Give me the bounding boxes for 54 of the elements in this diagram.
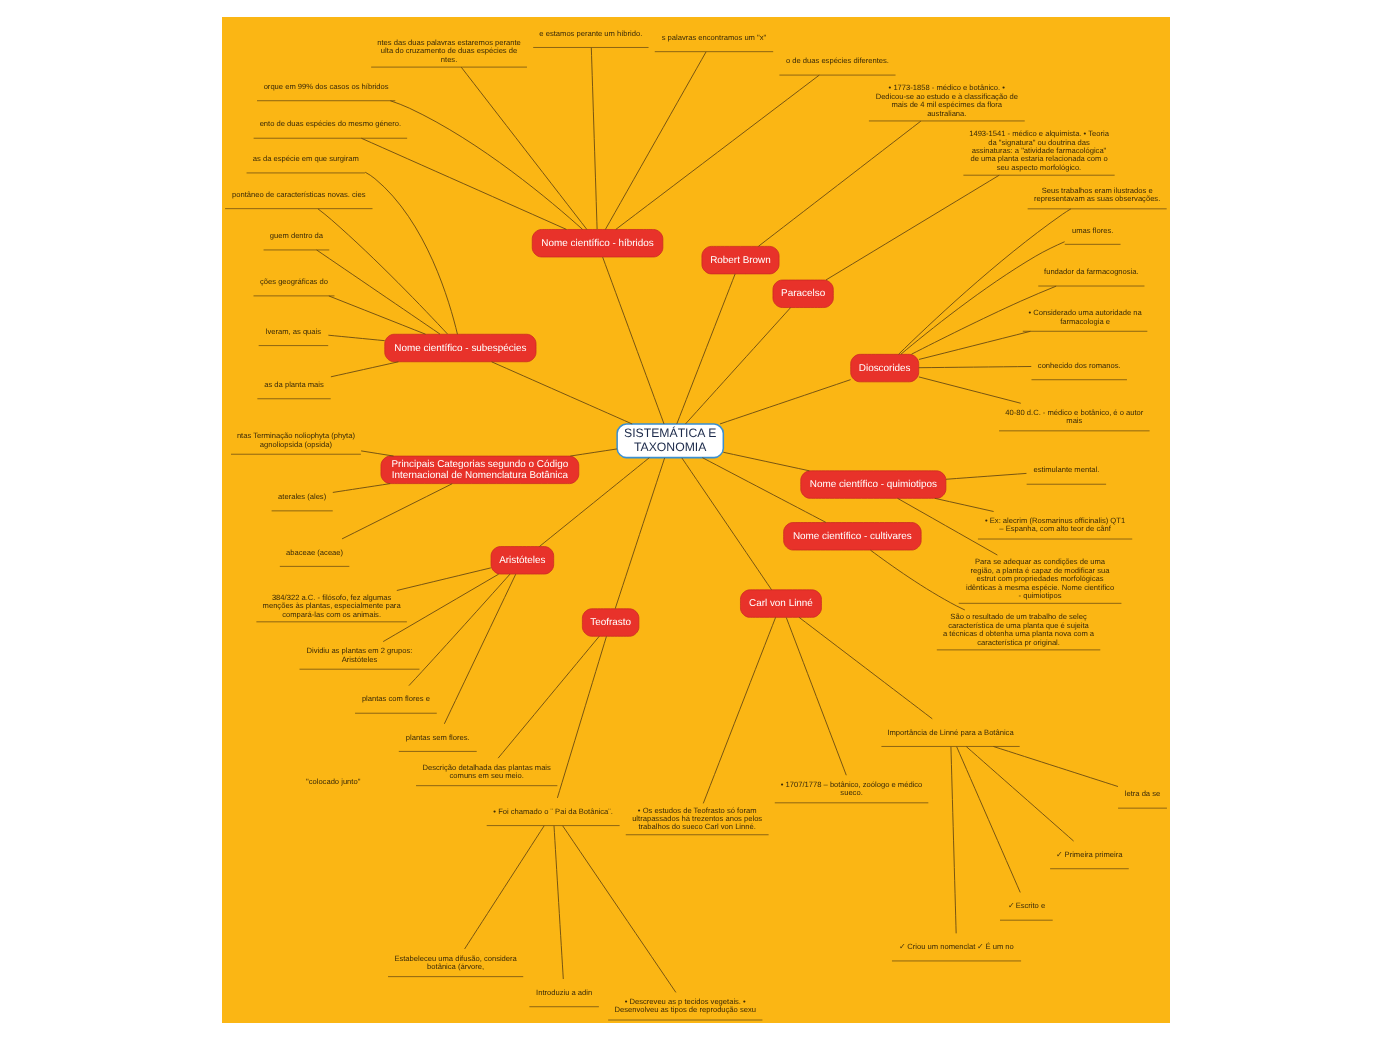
- connector: [950, 746, 957, 934]
- connector: [918, 330, 1031, 360]
- connector: [934, 497, 995, 512]
- connector: [785, 617, 847, 776]
- connector: [900, 241, 1066, 355]
- connector: [389, 100, 583, 230]
- connector: [464, 825, 545, 950]
- connector: [719, 379, 852, 425]
- connector: [614, 457, 666, 610]
- connector: [332, 483, 391, 493]
- connector: [316, 249, 441, 335]
- connector: [798, 616, 933, 720]
- connector: [869, 549, 966, 611]
- connector: [685, 307, 792, 425]
- connector: [562, 825, 677, 993]
- connector: [396, 567, 492, 591]
- connector: [330, 361, 399, 378]
- connector: [382, 573, 500, 643]
- connector: [443, 573, 517, 725]
- connector: [722, 451, 810, 472]
- connector: [360, 137, 567, 230]
- connector: [702, 616, 777, 804]
- connector: [918, 366, 1032, 369]
- connector: [992, 746, 1119, 787]
- connector: [328, 295, 426, 335]
- connector: [897, 497, 998, 556]
- connector: [556, 636, 607, 799]
- connector: [491, 361, 633, 425]
- connector: [681, 457, 772, 591]
- connector: [602, 256, 665, 425]
- connector: [945, 472, 1027, 480]
- connector: [965, 746, 1075, 842]
- connector: [604, 51, 707, 230]
- connector: [553, 825, 564, 980]
- connector: [825, 174, 1000, 281]
- connector: [615, 74, 820, 230]
- connector: [911, 285, 1057, 355]
- connector: [918, 376, 1022, 404]
- connector: [539, 457, 650, 547]
- connector: [341, 483, 453, 540]
- connector: [497, 635, 600, 759]
- connector: [569, 448, 618, 457]
- connector: [701, 457, 827, 523]
- connector: [317, 208, 448, 335]
- connector: [590, 47, 598, 230]
- connector: [360, 450, 395, 457]
- connector: [898, 208, 1072, 355]
- connector: [364, 171, 458, 335]
- connector: [956, 746, 1021, 893]
- connector: [327, 334, 386, 342]
- connector: [758, 120, 922, 247]
- connector: [676, 273, 736, 425]
- connector: [408, 573, 511, 687]
- connector: [460, 66, 588, 230]
